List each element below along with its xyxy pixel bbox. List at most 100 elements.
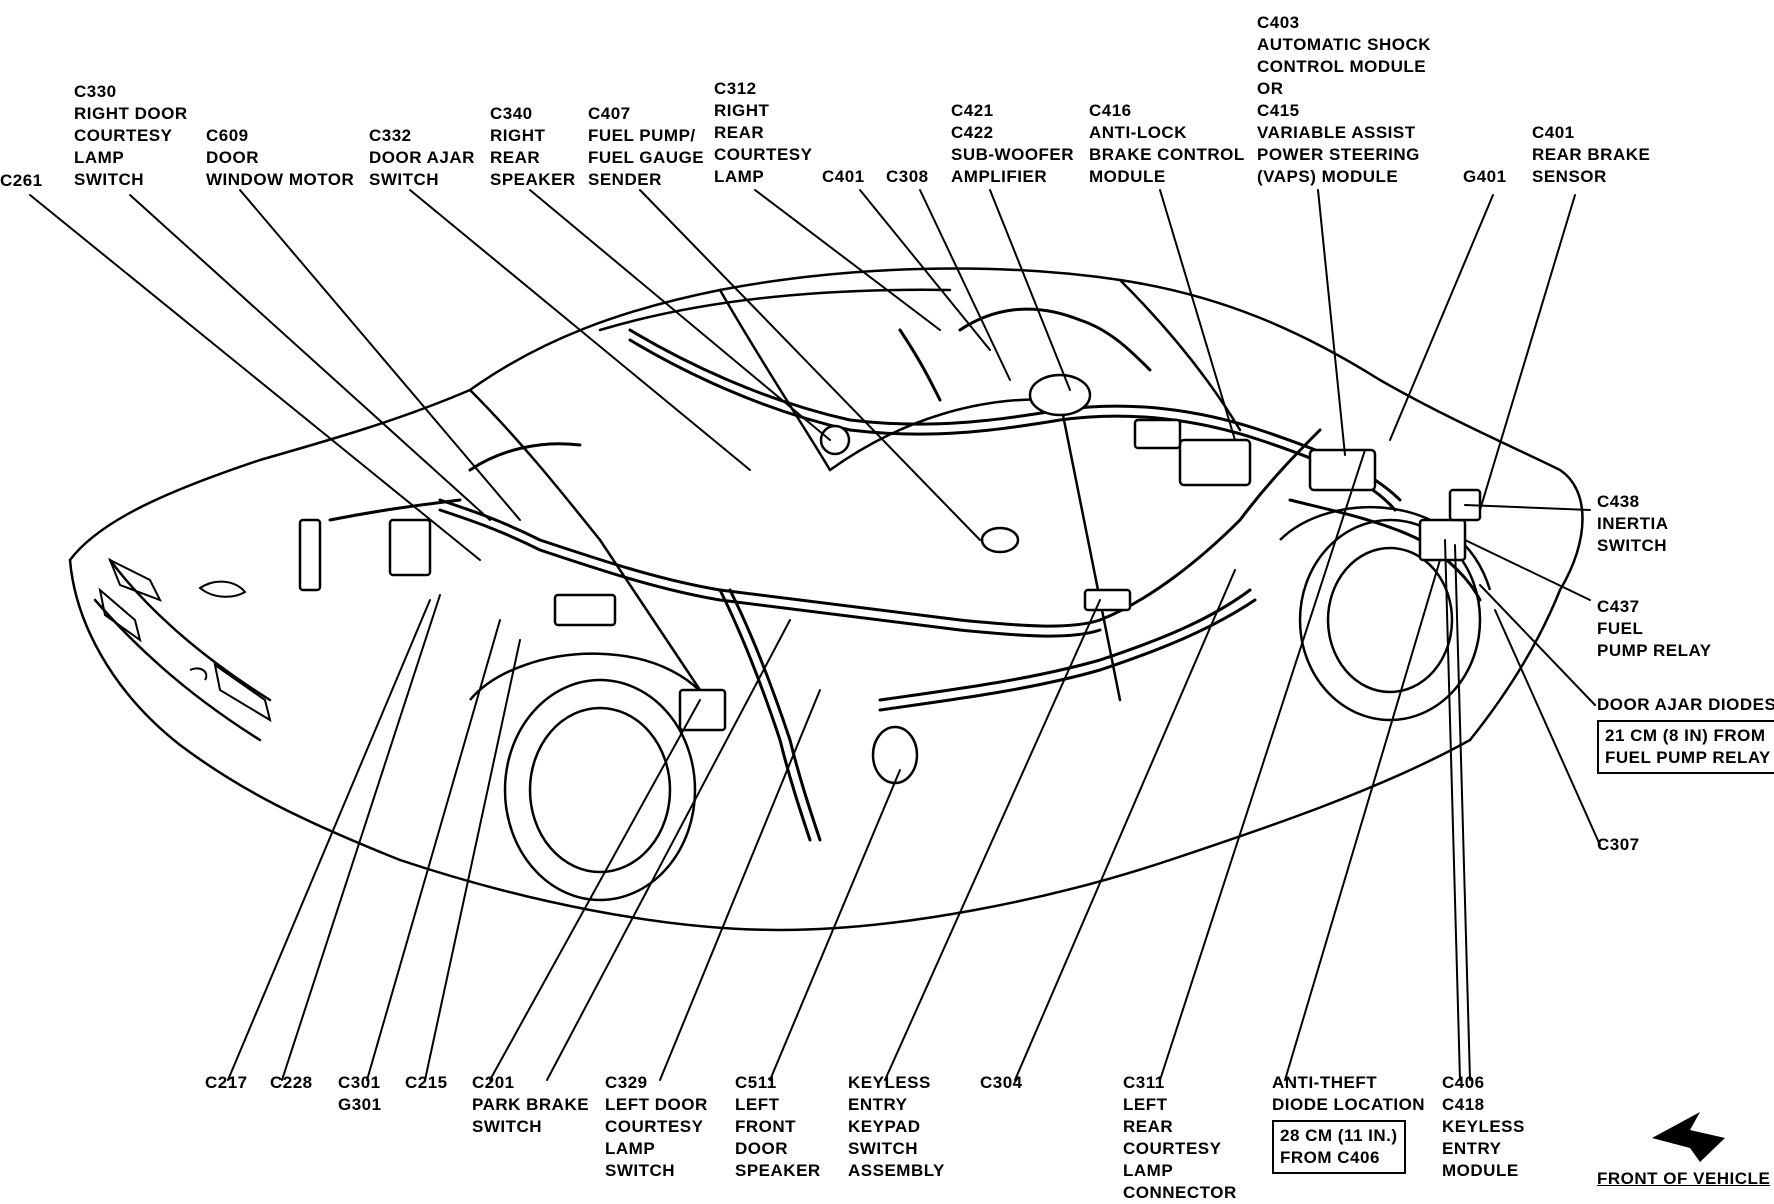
label-line: C217 [205,1073,248,1092]
label-line: C312 [714,79,757,98]
label-line: LEFT [1123,1095,1168,1114]
label-line: LAMP [714,167,765,186]
label-c332: C332 DOOR AJAR SWITCH [369,125,475,191]
label-line: C261 [0,171,43,190]
fuel-pump-sender [980,526,1020,554]
label-line: AUTOMATIC SHOCK [1257,35,1432,54]
label-line: C304 [980,1073,1023,1092]
label-c308: C308 [886,166,929,188]
label-line: C401 [822,167,865,186]
label-c340: C340 RIGHT REAR SPEAKER [490,103,576,191]
label-line: KEYLESS [1442,1117,1525,1136]
label-line: SWITCH [369,170,440,189]
label-line: DOOR [735,1139,788,1158]
label-c401-rear-brake: C401 REAR BRAKE SENSOR [1532,122,1650,188]
label-line: DIODE LOCATION [1272,1095,1426,1114]
label-line: ANTI-THEFT [1272,1073,1378,1092]
front-lights [98,557,272,723]
label-c416: C416 ANTI-LOCK BRAKE CONTROL MODULE [1089,100,1245,188]
label-line: DOOR AJAR [369,148,475,167]
right-rear-speaker [819,424,851,456]
label-door-ajar-diodes: DOOR AJAR DIODES [1597,694,1774,716]
label-line: SPEAKER [735,1161,821,1180]
label-line: BRAKE CONTROL [1089,145,1245,164]
label-line: C301 [338,1073,381,1092]
label-line: C401 [1532,123,1575,142]
label-line: REAR [714,123,765,142]
label-line: C307 [1597,835,1640,854]
label-line: C215 [405,1073,448,1092]
label-c403: C403 AUTOMATIC SHOCK CONTROL MODULE OR C… [1257,12,1431,188]
label-c330: C330 RIGHT DOOR COURTESY LAMP SWITCH [74,81,188,191]
label-line: MODULE [1442,1161,1519,1180]
label-line: C332 [369,126,412,145]
label-line: SWITCH [74,170,145,189]
label-c311: C311 LEFT REAR COURTESY LAMP CONNECTOR [1123,1072,1237,1204]
label-c312: C312 RIGHT REAR COURTESY LAMP [714,78,812,188]
label-line: ASSEMBLY [848,1161,945,1180]
vaps-module-box [1308,448,1377,492]
label-line: C511 [735,1073,777,1092]
label-line: SUB-WOOFER [951,145,1075,164]
label-line: RIGHT [714,101,770,120]
label-line: C437 [1597,597,1640,616]
label-line: SPEAKER [490,170,576,189]
label-line: KEYPAD [848,1117,921,1136]
keyless-keypad-box [1083,588,1132,612]
label-line: PARK BRAKE [472,1095,590,1114]
label-front-of-vehicle: FRONT OF VEHICLE [1597,1168,1770,1190]
label-line: C422 [951,123,994,142]
label-line: ENTRY [848,1095,908,1114]
door-motor-box [553,593,617,627]
label-line: FUEL PUMP/ [588,126,696,145]
label-line: COURTESY [714,145,813,164]
label-line: C403 [1257,13,1300,32]
label-line: AMPLIFIER [951,167,1048,186]
label-line: LAMP [74,148,125,167]
label-line: C330 [74,82,117,101]
label-c406: C406 C418 KEYLESS ENTRY MODULE [1442,1072,1525,1182]
sub-woofer-amplifier [1028,373,1092,417]
label-line: SWITCH [848,1139,919,1158]
label-line: SWITCH [605,1161,676,1180]
label-line: PUMP RELAY [1597,641,1712,660]
label-line: FUEL GAUGE [588,148,705,167]
label-c421: C421 C422 SUB-WOOFER AMPLIFIER [951,100,1074,188]
fuel-pump-relay-box [1418,518,1467,562]
label-line: C416 [1089,101,1132,120]
label-line: LEFT [735,1095,780,1114]
label-line: 28 CM (11 IN.) [1280,1126,1398,1145]
c416-connector [1133,418,1182,450]
label-line: G401 [1463,167,1507,186]
label-line: RIGHT [490,126,546,145]
label-line: VARIABLE ASSIST [1257,123,1416,142]
label-line: DOOR [206,148,259,167]
label-line: LAMP [605,1139,656,1158]
label-line: G301 [338,1095,382,1114]
label-line: C415 [1257,101,1300,120]
label-keyless-entry-keypad: KEYLESS ENTRY KEYPAD SWITCH ASSEMBLY [848,1072,945,1182]
label-c329: C329 LEFT DOOR COURTESY LAMP SWITCH [605,1072,708,1182]
label-line: C311 [1123,1073,1165,1092]
label-line: CONTROL MODULE [1257,57,1427,76]
leader-lines [29,189,1601,1081]
label-line: REAR BRAKE [1532,145,1651,164]
label-line: C329 [605,1073,648,1092]
label-line: WINDOW MOTOR [206,170,355,189]
label-line: FRONT [735,1117,797,1136]
label-line: COURTESY [74,126,173,145]
label-c609: C609 DOOR WINDOW MOTOR [206,125,354,191]
components [298,373,1482,785]
label-line: C421 [951,101,994,120]
label-line: FROM C406 [1280,1148,1380,1167]
label-c304: C304 [980,1072,1023,1094]
label-c407: C407 FUEL PUMP/ FUEL GAUGE SENDER [588,103,704,191]
anti-theft-note: 28 CM (11 IN.) FROM C406 [1272,1120,1406,1174]
label-line: FRONT OF VEHICLE [1597,1169,1771,1188]
car-body [68,267,1584,932]
label-line: C228 [270,1073,313,1092]
front-arrow-icon [1652,1112,1725,1162]
label-line: CONNECTOR [1123,1183,1237,1202]
label-line: SWITCH [1597,536,1668,555]
